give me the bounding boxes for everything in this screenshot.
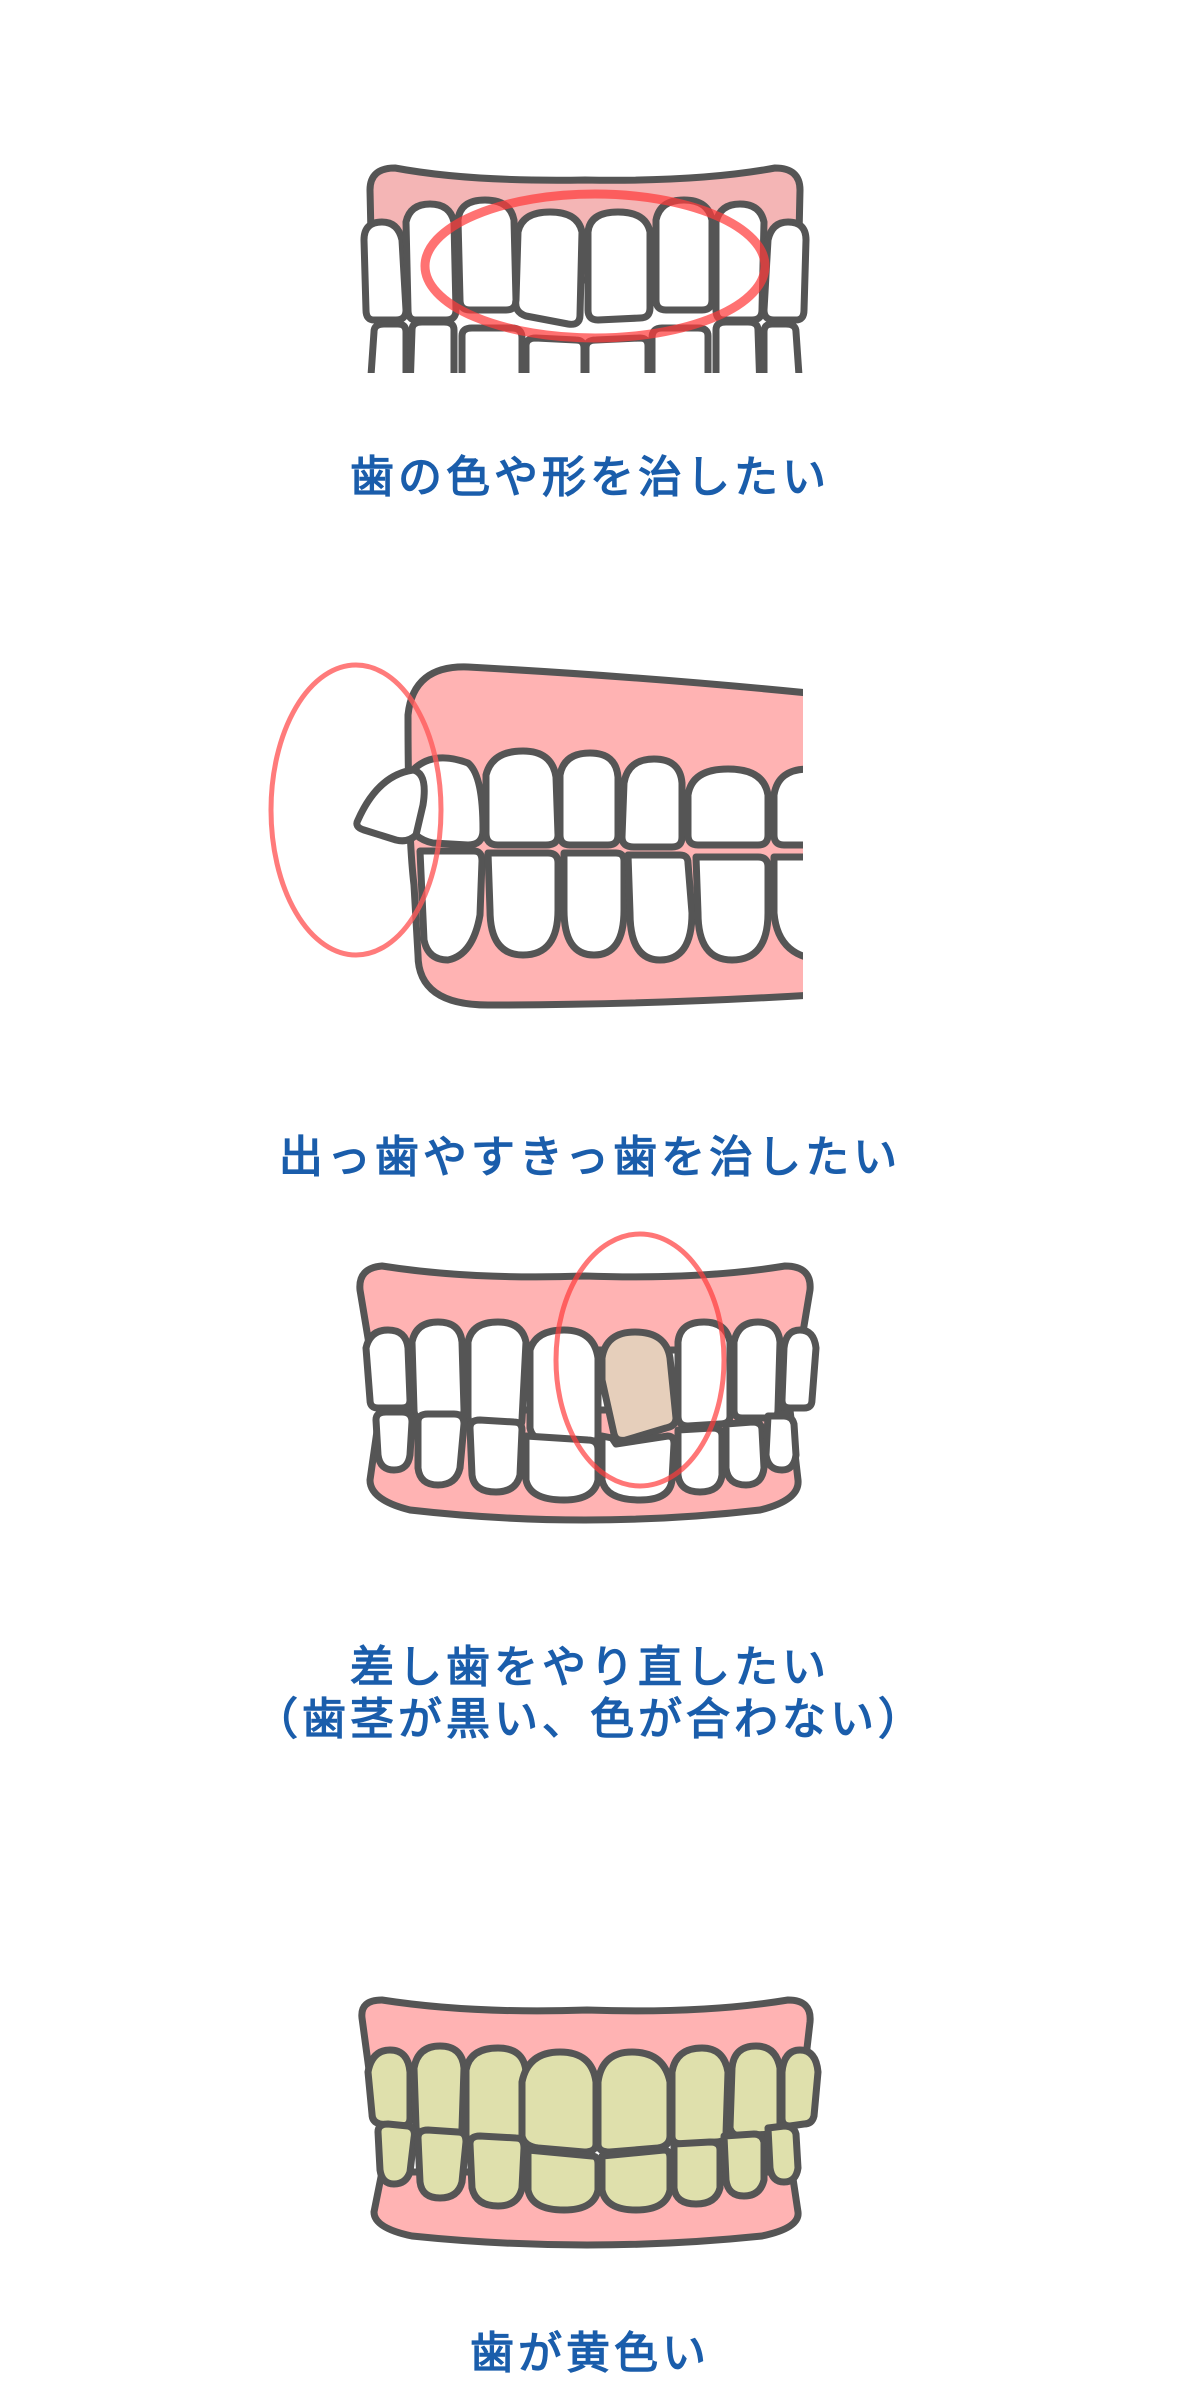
caption-3: 差し歯をやり直したい （歯茎が黒い、色が合わない） xyxy=(0,1640,1180,1748)
teeth-front-yellow-icon xyxy=(358,1996,822,2249)
teeth-front-crown-icon xyxy=(356,1231,820,1524)
illustration-yellow-teeth xyxy=(352,1992,822,2252)
highlight-ellipse xyxy=(420,189,770,343)
illustration-teeth-shape-color xyxy=(350,160,820,380)
highlight-ellipse xyxy=(553,1231,727,1489)
teeth-front-icon xyxy=(360,164,810,373)
highlight-ellipse xyxy=(268,662,444,958)
caption-line: （歯茎が黒い、色が合わない） xyxy=(254,1694,926,1745)
illustration-discolored-crown xyxy=(350,1230,820,1530)
caption-line: 差し歯をやり直したい xyxy=(350,1642,830,1693)
caption-2: 出っ歯やすきっ歯を治したい xyxy=(0,1130,1180,1186)
caption-line: 歯の色や形を治したい xyxy=(350,452,830,503)
caption-4: 歯が黄色い xyxy=(0,2326,1180,2382)
teeth-side-icon xyxy=(268,662,807,1009)
caption-1: 歯の色や形を治したい xyxy=(0,450,1180,506)
illustration-protruding-tooth xyxy=(268,655,813,1015)
caption-line: 歯が黄色い xyxy=(470,2328,710,2379)
caption-line: 出っ歯やすきっ歯を治したい xyxy=(278,1132,902,1183)
